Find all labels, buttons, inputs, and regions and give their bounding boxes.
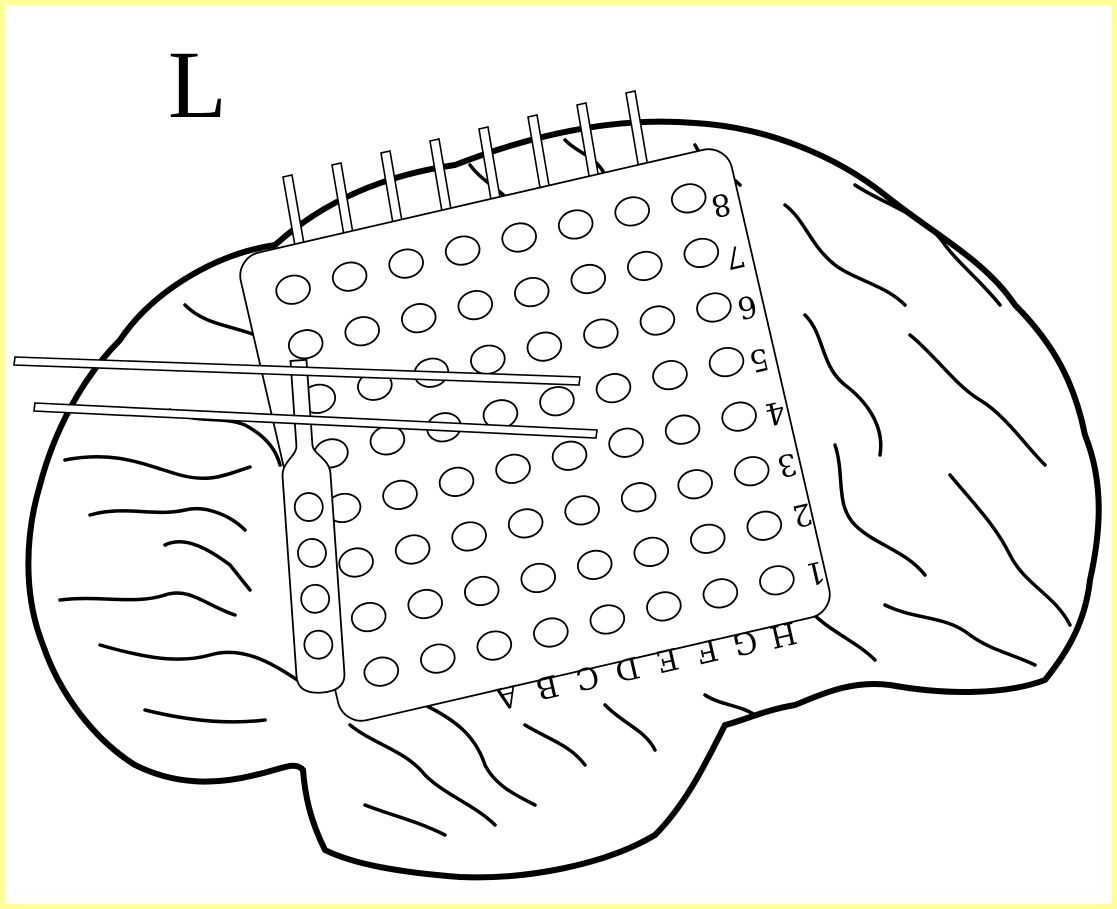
strip-contact	[300, 584, 330, 614]
strip-contact	[294, 492, 324, 522]
hemisphere-label: L	[168, 31, 227, 138]
diagram-frame: L	[5, 5, 1112, 904]
strip-contact	[297, 538, 327, 568]
strip-contact	[303, 630, 333, 660]
brain-electrode-diagram: L	[5, 5, 1112, 904]
